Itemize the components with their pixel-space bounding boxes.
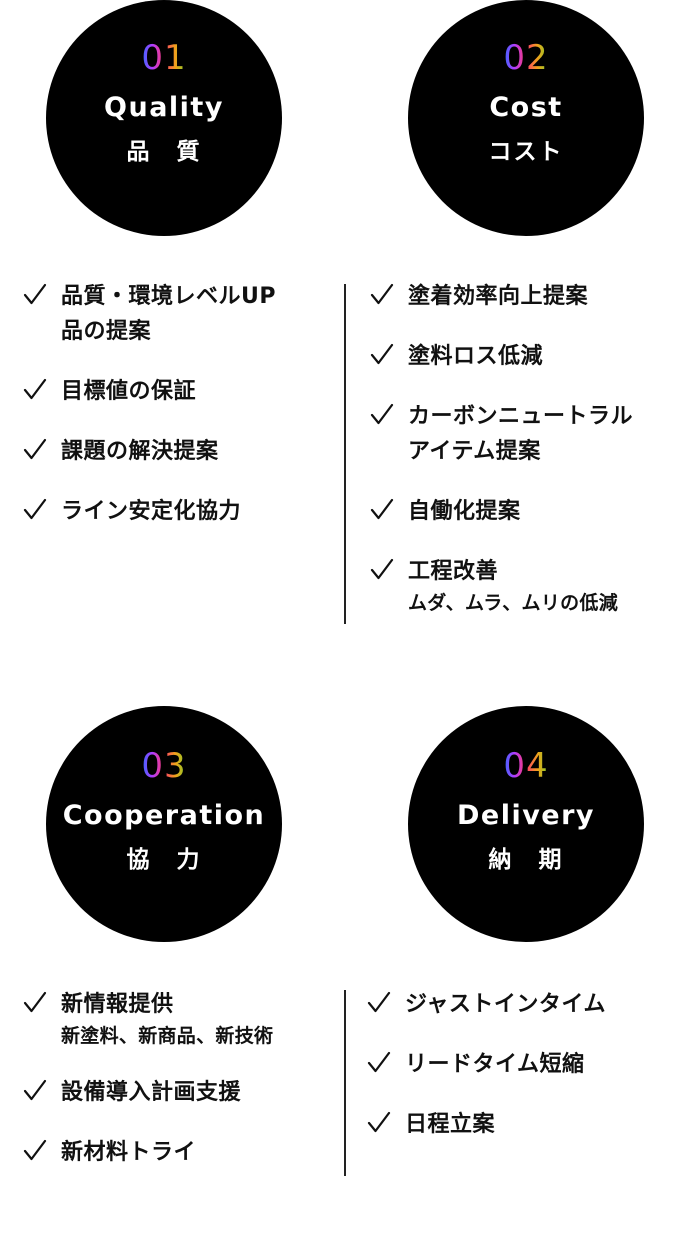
item-text: 塗着効率向上提案	[408, 284, 589, 309]
column-divider-bottom	[344, 990, 346, 1176]
section-title-en: Cooperation	[62, 800, 266, 831]
section-number: 02	[503, 38, 549, 78]
item-text: 新材料トライ	[61, 1140, 197, 1165]
item-subtext: ムダ、ムラ、ムリの低減	[408, 592, 619, 614]
item-text: ライン安定化協力	[61, 499, 242, 524]
list-item: 目標値の保証	[23, 374, 333, 409]
delivery-circle: 04 Delivery 納 期	[408, 706, 644, 942]
list-item: 新情報提供 新塗料、新商品、新技術	[23, 987, 333, 1050]
section-title-en: Quality	[104, 92, 224, 123]
cost-list: 塗着効率向上提案 塗料ロス低減 カーボンニュートラル アイテム提案 自働化提案 …	[370, 279, 682, 642]
column-divider-top	[344, 284, 346, 624]
list-item: ライン安定化協力	[23, 494, 333, 529]
item-text: 品質・環境レベルUP	[61, 284, 276, 309]
section-title-jp: 納 期	[488, 847, 564, 873]
section-number: 01	[141, 38, 187, 78]
item-text: 工程改善	[408, 559, 499, 584]
check-icon	[370, 343, 394, 365]
list-item: 新材料トライ	[23, 1135, 333, 1170]
check-icon	[367, 991, 391, 1013]
check-icon	[23, 438, 47, 460]
item-text: ジャストインタイム	[405, 992, 606, 1017]
cost-circle: 02 Cost コスト	[408, 0, 644, 236]
check-icon	[23, 283, 47, 305]
section-title-jp: 品 質	[126, 139, 202, 165]
check-icon	[367, 1111, 391, 1133]
check-icon	[370, 558, 394, 580]
item-subtext: 新塗料、新商品、新技術	[61, 1025, 274, 1047]
list-item: 自働化提案	[370, 494, 682, 529]
list-item: ジャストインタイム	[367, 987, 679, 1022]
item-text: カーボンニュートラル	[408, 404, 634, 429]
list-item: 工程改善 ムダ、ムラ、ムリの低減	[370, 554, 682, 617]
list-item: 塗料ロス低減	[370, 339, 682, 374]
check-icon	[23, 1139, 47, 1161]
section-number: 04	[503, 746, 549, 786]
list-item: 設備導入計画支援	[23, 1075, 333, 1110]
cooperation-list: 新情報提供 新塗料、新商品、新技術 設備導入計画支援 新材料トライ	[23, 987, 333, 1195]
quality-circle: 01 Quality 品 質	[46, 0, 282, 236]
list-item: 課題の解決提案	[23, 434, 333, 469]
check-icon	[370, 283, 394, 305]
quality-list: 品質・環境レベルUP 品の提案 目標値の保証 課題の解決提案 ライン安定化協力	[23, 279, 333, 554]
check-icon	[370, 403, 394, 425]
item-text: 新情報提供	[61, 992, 174, 1017]
section-title-en: Cost	[489, 92, 563, 123]
item-text-line2: 品の提案	[61, 319, 152, 344]
list-item: 塗着効率向上提案	[370, 279, 682, 314]
check-icon	[370, 498, 394, 520]
section-title-jp: 協 力	[126, 847, 202, 873]
delivery-list: ジャストインタイム リードタイム短縮 日程立案	[367, 987, 679, 1167]
item-text: 塗料ロス低減	[408, 344, 544, 369]
item-text: 自働化提案	[408, 499, 521, 524]
check-icon	[23, 378, 47, 400]
item-text: リードタイム短縮	[405, 1052, 585, 1077]
check-icon	[23, 991, 47, 1013]
list-item: 日程立案	[367, 1107, 679, 1142]
check-icon	[23, 1079, 47, 1101]
section-title-en: Delivery	[456, 800, 596, 831]
cooperation-circle: 03 Cooperation 協 力	[46, 706, 282, 942]
check-icon	[367, 1051, 391, 1073]
item-text-line2: アイテム提案	[408, 439, 541, 464]
section-number: 03	[141, 746, 187, 786]
item-text: 目標値の保証	[61, 379, 197, 404]
list-item: カーボンニュートラル アイテム提案	[370, 399, 682, 469]
item-text: 日程立案	[405, 1112, 496, 1137]
section-title-jp: コスト	[488, 139, 564, 165]
list-item: 品質・環境レベルUP 品の提案	[23, 279, 333, 349]
list-item: リードタイム短縮	[367, 1047, 679, 1082]
item-text: 設備導入計画支援	[61, 1080, 242, 1105]
check-icon	[23, 498, 47, 520]
item-text: 課題の解決提案	[61, 439, 219, 464]
